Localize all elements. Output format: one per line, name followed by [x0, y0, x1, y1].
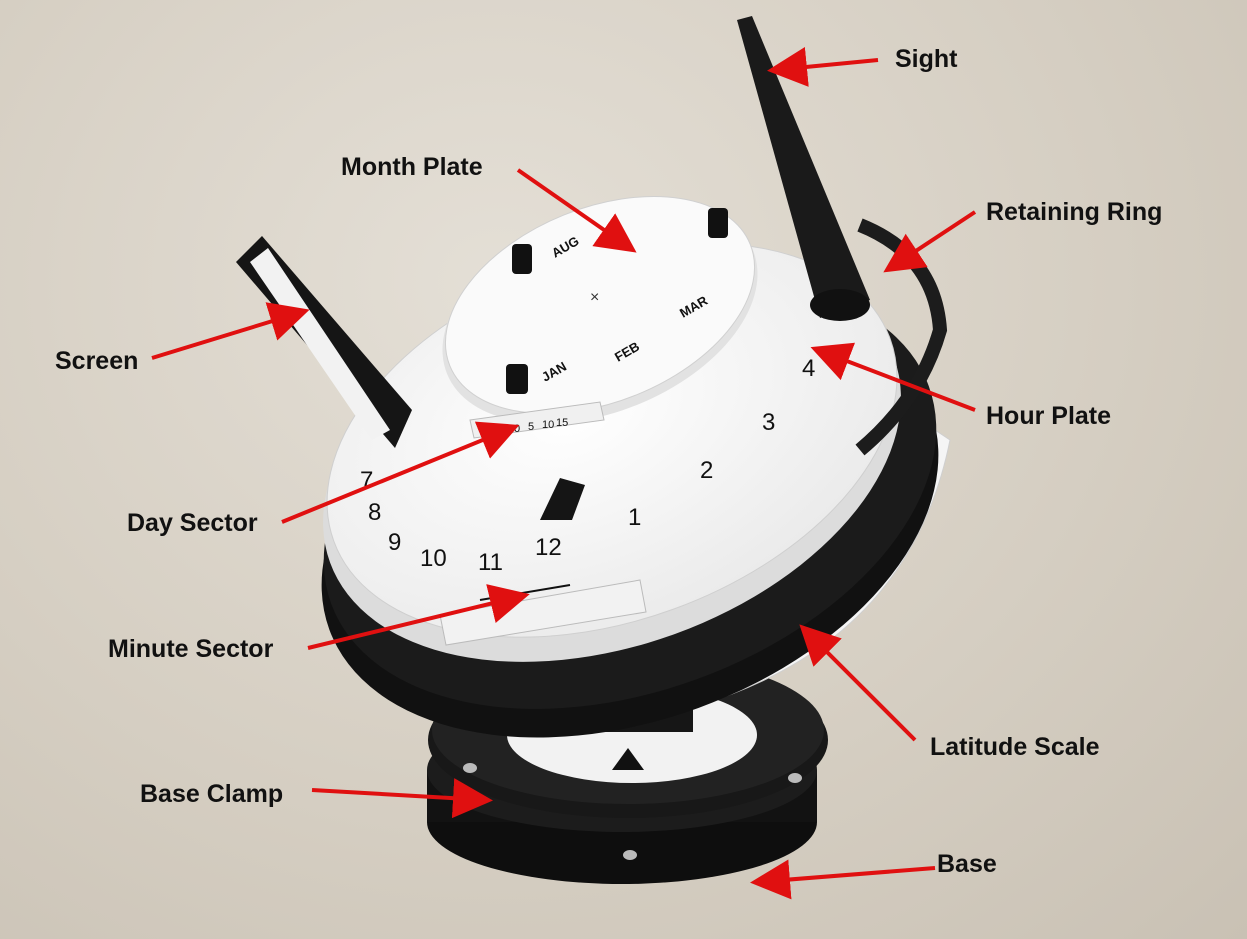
label-hour-plate: Hour Plate: [986, 402, 1112, 430]
arrow-retaining-ring: [883, 210, 977, 273]
center-mark: ×: [590, 289, 599, 306]
label-month-plate: Month Plate: [341, 153, 483, 181]
arrow-base-clamp: [311, 778, 493, 819]
arrow-hour-plate: [810, 342, 976, 412]
hour-number: 3: [762, 409, 775, 436]
month-plate: JAN FEB MAR AUG ×: [442, 196, 758, 424]
hour-number: 11: [478, 549, 503, 576]
hour-number: 8: [368, 499, 381, 526]
arrow-base: [750, 859, 936, 900]
label-base-clamp: Base Clamp: [140, 780, 284, 808]
gnomon: [540, 478, 585, 520]
hour-number: 2: [700, 457, 713, 484]
day-number: 0: [514, 423, 520, 435]
arrow-screen: [151, 302, 310, 360]
arrow-latitude-scale: [799, 624, 917, 742]
day-number: 5: [528, 421, 534, 433]
hour-number: 9: [388, 529, 401, 556]
label-minute-sector: Minute Sector: [108, 635, 274, 663]
screen: [236, 236, 412, 448]
arrow-minute-sector: [307, 584, 530, 650]
day-number: 10: [542, 419, 554, 431]
hour-number: 4: [802, 355, 815, 382]
hour-number: 1: [628, 504, 641, 531]
label-sight: Sight: [895, 45, 958, 73]
hour-number: 12: [535, 534, 562, 561]
sight: [737, 16, 870, 321]
arrow-month-plate: [516, 168, 637, 253]
arrow-day-sector: [281, 421, 520, 524]
day-number: 15: [556, 417, 568, 429]
label-latitude-scale: Latitude Scale: [930, 733, 1100, 761]
label-retaining-ring: Retaining Ring: [986, 198, 1163, 226]
callout-arrows: [151, 47, 977, 900]
hour-number: 10: [420, 545, 447, 572]
label-base: Base: [937, 850, 997, 878]
arrow-sight: [767, 47, 879, 87]
label-day-sector: Day Sector: [127, 509, 258, 537]
label-screen: Screen: [55, 347, 139, 375]
